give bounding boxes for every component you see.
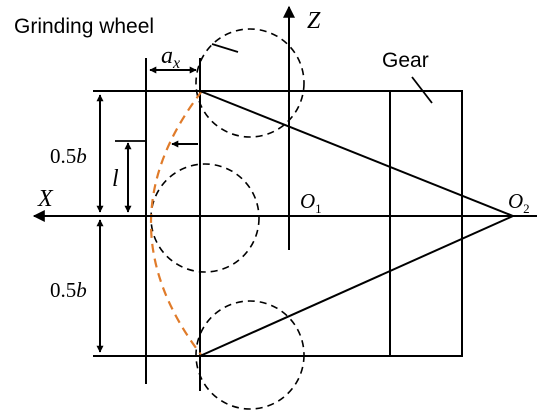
wheel-circle-bottom	[195, 300, 305, 410]
grinding-wheel-label: Grinding wheel	[14, 15, 154, 38]
wheel-circle-middle	[150, 163, 260, 273]
o2-label: O2	[508, 189, 530, 216]
gear-outline	[199, 90, 463, 357]
grinding-wheel-leader	[211, 43, 239, 53]
o1-label: O1	[300, 189, 322, 216]
cone-line-top	[199, 90, 514, 217]
z-axis-label: Z	[307, 8, 321, 34]
gear-leader	[411, 76, 433, 104]
wheel-circle-top	[195, 28, 305, 138]
l-label: l	[112, 166, 119, 192]
half-b-top-label: 0.5b	[50, 144, 87, 168]
half-b-bottom-label: 0.5b	[50, 278, 87, 302]
x-axis-label: X	[37, 186, 54, 212]
ax-label: ax	[161, 43, 180, 72]
profile-curve	[149, 90, 203, 357]
cone-line-bottom	[199, 215, 514, 357]
gear-label: Gear	[382, 49, 429, 72]
